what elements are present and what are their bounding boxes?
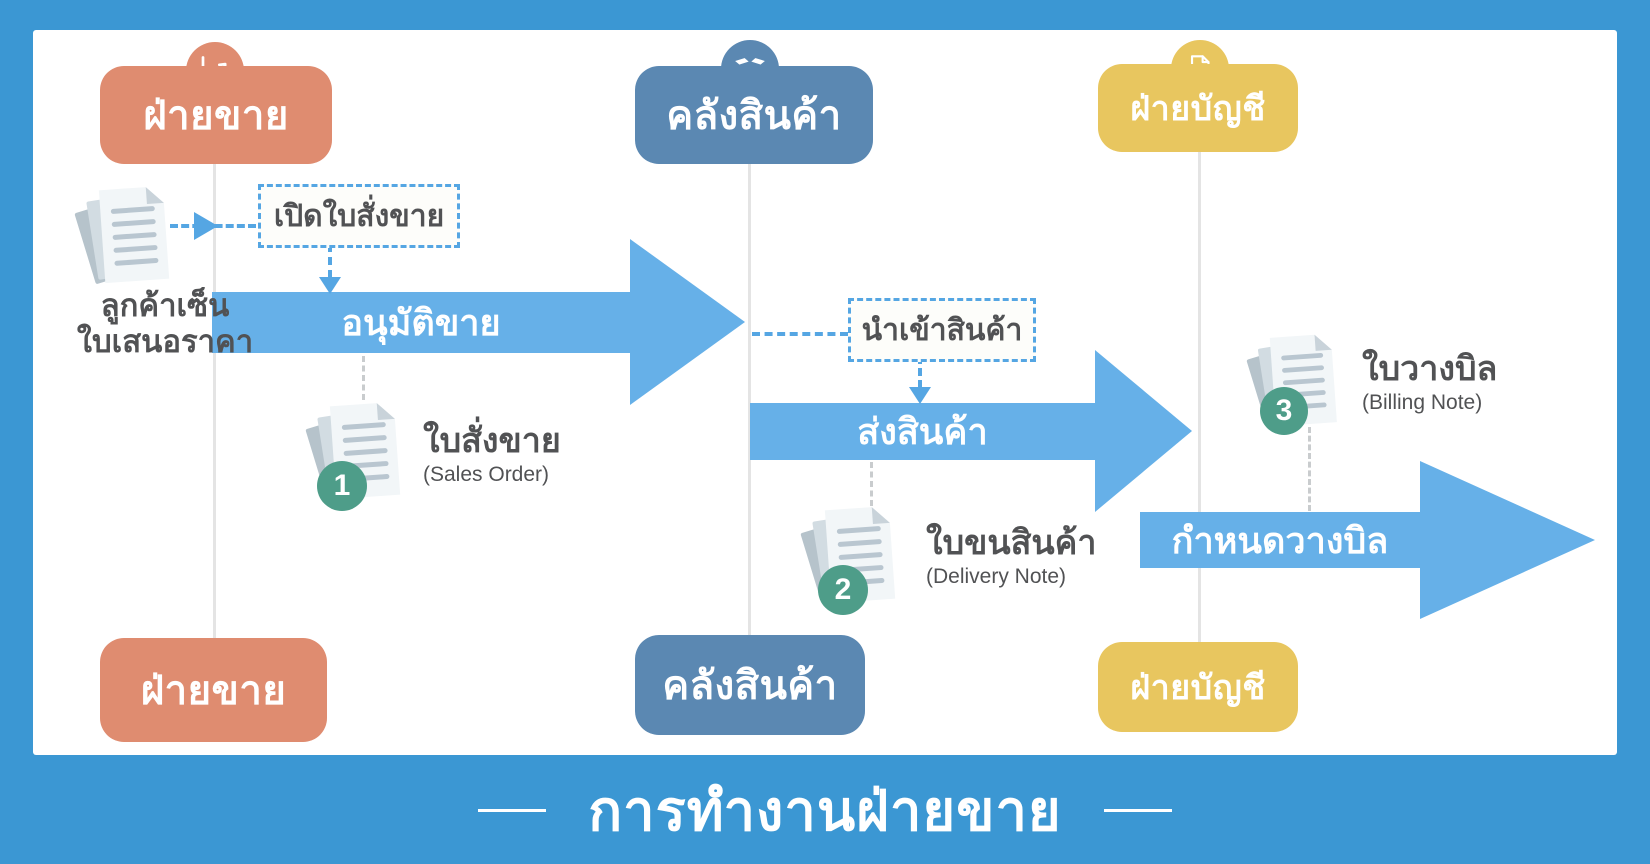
lifeline-sales <box>213 164 216 638</box>
flow-arrow-approve-sale-head <box>630 239 745 405</box>
flow-arrow-ship-goods-head <box>1095 350 1192 512</box>
step-number-1: 1 <box>333 469 351 502</box>
billing-note-label: ใบวางบิล (Billing Note) <box>1362 350 1498 414</box>
sales-order-subtitle: (Sales Order) <box>423 462 550 486</box>
lane-footer-sales: ฝ่ายขาย <box>100 638 327 742</box>
lane-header-warehouse: คลังสินค้า <box>635 66 873 164</box>
quotation-caption: ลูกค้าเซ็น ใบเสนอราคา <box>45 288 285 360</box>
process-step-receive-goods: นำเข้าสินค้า <box>848 298 1036 362</box>
lifeline-accounting <box>1198 152 1201 642</box>
delivery-note-label: ใบขนสินค้า (Delivery Note) <box>926 524 1097 588</box>
connector-doc3-to-arrow3 <box>1308 427 1311 511</box>
step-number-3: 3 <box>1275 394 1293 427</box>
flow-arrow-schedule-billing-label: กำหนดวางบิล <box>1171 519 1389 561</box>
lane-header-warehouse-label: คลังสินค้า <box>666 94 842 138</box>
step-number-badge-2: 2 <box>818 565 868 615</box>
process-step-receive-goods-label: นำเข้าสินค้า <box>861 313 1023 347</box>
process-step-open-sales-order-label: เปิดใบสั่งขาย <box>273 199 445 233</box>
title-dash-right <box>1103 808 1172 812</box>
connector-arrowhead-right-icon <box>194 212 218 240</box>
delivery-note-subtitle: (Delivery Note) <box>926 564 1067 588</box>
lane-header-accounting: ฝ่ายบัญชี <box>1098 64 1298 152</box>
flow-arrow-ship-goods: ส่งสินค้า <box>750 403 1095 460</box>
lane-footer-accounting-label: ฝ่ายบัญชี <box>1130 669 1266 707</box>
quotation-caption-line2: ใบเสนอราคา <box>76 324 254 359</box>
flow-arrow-approve-sale-label: อนุมัติขาย <box>341 302 501 343</box>
step-number-2: 2 <box>834 573 852 606</box>
quotation-caption-line1: ลูกค้าเซ็น <box>100 288 230 323</box>
connector-arrowhead-down-icon <box>909 387 931 404</box>
page-title: การทำงานฝ่ายขาย <box>588 778 1062 842</box>
quotation-documents-icon <box>72 180 187 290</box>
sales-order-label: ใบสั่งขาย (Sales Order) <box>423 422 561 486</box>
lane-footer-warehouse: คลังสินค้า <box>635 635 865 735</box>
connector-arrow1-to-doc1 <box>362 356 365 400</box>
connector-step2-to-arrow2 <box>918 356 922 388</box>
lane-footer-sales-label: ฝ่ายขาย <box>140 669 287 713</box>
lane-header-sales-label: ฝ่ายขาย <box>143 94 289 138</box>
flow-arrow-ship-goods-label: ส่งสินค้า <box>857 411 988 452</box>
connector-arrowhead-down-icon <box>319 277 341 294</box>
billing-note-title: ใบวางบิล <box>1362 350 1498 388</box>
lane-header-sales: ฝ่ายขาย <box>100 66 332 164</box>
lane-footer-warehouse-label: คลังสินค้า <box>662 664 838 708</box>
step-number-badge-1: 1 <box>317 461 367 511</box>
connector-step1-to-arrow1 <box>328 244 332 278</box>
delivery-note-title: ใบขนสินค้า <box>926 524 1097 562</box>
connector-arrow2-to-doc2 <box>870 462 873 506</box>
flow-arrow-schedule-billing-head <box>1420 461 1595 619</box>
sales-order-title: ใบสั่งขาย <box>423 422 561 460</box>
billing-note-subtitle: (Billing Note) <box>1362 390 1483 414</box>
diagram-title-row: การทำงานฝ่ายขาย <box>0 765 1650 855</box>
lifeline-warehouse <box>748 164 751 635</box>
lane-footer-accounting: ฝ่ายบัญชี <box>1098 642 1298 732</box>
flow-arrow-schedule-billing: กำหนดวางบิล <box>1140 512 1420 568</box>
connector-arrow1-to-step2 <box>752 332 848 336</box>
step-number-badge-3: 3 <box>1260 387 1308 435</box>
flow-arrow-approve-sale: อนุมัติขาย <box>212 292 630 353</box>
process-step-open-sales-order: เปิดใบสั่งขาย <box>258 184 460 248</box>
lane-header-accounting-label: ฝ่ายบัญชี <box>1130 90 1266 128</box>
title-dash-left <box>478 808 547 812</box>
